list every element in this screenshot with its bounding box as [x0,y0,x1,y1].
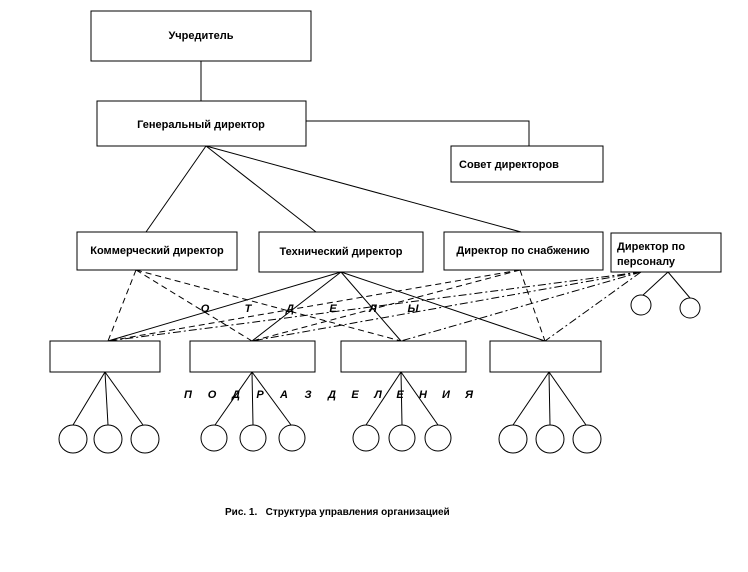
subdivision-nodes [58,294,701,454]
hr-director-box: Директор по персоналу [610,232,722,273]
subdivision-node [572,424,602,454]
subdivisions-letter: Д [231,389,240,401]
subdivision-node [278,424,306,452]
department-box [189,340,316,373]
subdivisions-letter: П [184,389,193,401]
departments-label: О Т Д Е Л Ы [201,303,420,315]
hr-director-label-line2: персоналу [617,256,676,268]
subdivision-node [58,424,88,454]
founder-box: Учредитель [90,10,312,62]
subdivisions-letter: Е [396,389,404,401]
subdivision-node [498,424,528,454]
subdivisions-letter: Л [373,389,382,401]
general-director-box: Генеральный директор [96,100,307,147]
departments-letter: Л [368,303,377,315]
subdivisions-letter: Е [351,389,359,401]
commercial-director-label: Коммерческий директор [90,245,224,257]
departments-letter: Д [285,303,294,315]
subdivision-node [352,424,380,452]
departments-letter: О [201,303,210,315]
subdivisions-letter: А [279,389,288,401]
departments-letter: Ы [408,303,420,315]
figure-caption: Рис. 1. Структура управления организацие… [225,507,450,518]
department-box [340,340,467,373]
subdivision-node [424,424,452,452]
subdivisions-letter: З [304,389,311,401]
subdivision-node [93,424,123,454]
board-box: Совет директоров [450,145,604,183]
hr-director-label-line1: Директор по [617,241,685,253]
subdivision-node [388,424,416,452]
connectors [72,61,691,426]
subdivisions-letter: И [442,389,451,401]
subdivisions-letter: Н [419,389,428,401]
subdivision-node [130,424,160,454]
technical-director-box: Технический директор [258,231,424,273]
technical-director-label: Технический директор [280,246,403,258]
supply-director-label: Директор по снабжению [456,245,589,257]
subdivision-node [535,424,565,454]
departments-letter: Т [245,303,253,315]
department-box [49,340,161,373]
subdivisions-letter: Д [327,389,336,401]
departments-letter: Е [329,303,337,315]
department-box [489,340,602,373]
commercial-director-box: Коммерческий директор [76,231,238,271]
hr-unit-node [630,294,652,316]
supply-director-box: Директор по снабжению [443,231,604,271]
subdivision-node [239,424,267,452]
hr-unit-node [679,297,701,319]
subdivision-node [200,424,228,452]
founder-label: Учредитель [168,30,233,42]
general-director-label: Генеральный директор [137,119,265,131]
board-label: Совет директоров [459,159,559,171]
subdivisions-letter: Я [464,389,474,401]
subdivisions-label: П О Д Р А З Д Е Л Е Н И Я [184,389,474,401]
subdivisions-letter: Р [256,389,264,401]
subdivisions-letter: О [208,389,217,401]
